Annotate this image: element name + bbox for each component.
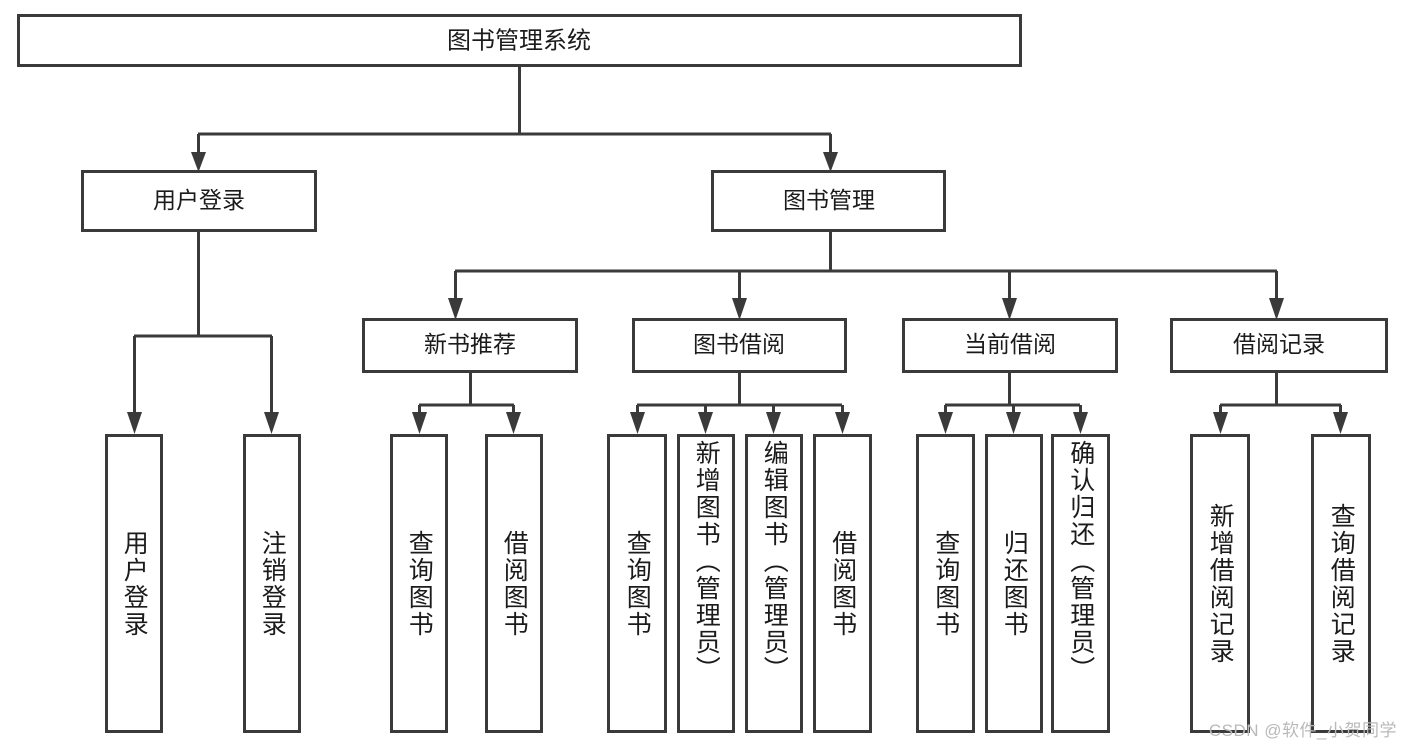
leaf-box-return-book[interactable] xyxy=(985,434,1043,733)
node-root-label: 图书管理系统 xyxy=(447,27,591,54)
arrowhead-leaf-confirm-return-admin xyxy=(1073,412,1088,434)
leaf-box-logout-login[interactable] xyxy=(243,434,301,733)
arrowhead-leaf-query-book-current xyxy=(938,412,953,434)
leaf-box-add-book-admin[interactable] xyxy=(677,434,735,733)
arrowhead-borrow-record xyxy=(1269,298,1284,320)
leaf-box-borrow-book-borrow[interactable] xyxy=(813,434,872,733)
node-user-login-label: 用户登录 xyxy=(153,187,245,213)
leaf-box-borrow-book-rec[interactable] xyxy=(485,434,543,733)
node-new-book-rec[interactable]: 新书推荐 xyxy=(362,318,578,373)
arrowhead-leaf-query-borrow-record xyxy=(1333,412,1348,434)
node-current-borrow-box[interactable] xyxy=(902,318,1118,373)
connector-group xyxy=(127,67,1348,434)
arrowhead-leaf-borrow-book-rec xyxy=(506,412,521,434)
node-borrow-record-label: 借阅记录 xyxy=(1233,331,1325,357)
node-book-mgmt-label: 图书管理 xyxy=(783,187,875,213)
node-root[interactable]: 图书管理系统 xyxy=(17,14,1022,67)
leaf-box-add-borrow-record[interactable] xyxy=(1190,434,1250,733)
leaf-box-group xyxy=(105,434,1371,733)
arrowhead-user-login xyxy=(191,152,206,172)
arrowhead-leaf-query-book-rec xyxy=(412,412,427,434)
node-current-borrow-label: 当前借阅 xyxy=(964,331,1056,357)
node-book-borrow-label: 图书借阅 xyxy=(693,331,785,357)
node-user-login[interactable]: 用户登录 xyxy=(81,170,317,232)
node-book-mgmt-box[interactable] xyxy=(711,170,946,232)
arrowhead-new-book-rec xyxy=(448,298,463,320)
node-book-mgmt[interactable]: 图书管理 xyxy=(711,170,946,232)
arrowhead-leaf-user-login xyxy=(127,412,142,434)
leaf-box-user-login[interactable] xyxy=(105,434,163,733)
arrowhead-leaf-edit-book-admin xyxy=(766,412,781,434)
node-user-login-box[interactable] xyxy=(81,170,317,232)
node-group: 图书管理系统 用户登录 图书管理 新书推荐 图书借阅 xyxy=(17,14,1388,733)
arrowhead-leaf-borrow-book-borrow xyxy=(835,412,850,434)
leaf-box-edit-book-admin[interactable] xyxy=(745,434,803,733)
leaf-box-query-borrow-record[interactable] xyxy=(1311,434,1371,733)
leaf-box-query-book-current[interactable] xyxy=(916,434,975,733)
arrowhead-book-borrow xyxy=(732,298,747,320)
node-current-borrow[interactable]: 当前借阅 xyxy=(902,318,1118,373)
arrowhead-leaf-return-book xyxy=(1006,412,1021,434)
node-book-borrow-box[interactable] xyxy=(632,318,847,373)
node-book-borrow[interactable]: 图书借阅 xyxy=(632,318,847,373)
arrowhead-leaf-add-book-admin xyxy=(698,412,713,434)
arrowhead-book-mgmt xyxy=(823,152,838,172)
node-root-box[interactable] xyxy=(17,14,1022,67)
arrowhead-leaf-logout-login xyxy=(264,412,279,434)
leaf-box-query-book-rec[interactable] xyxy=(390,434,448,733)
leaf-box-confirm-return-admin[interactable] xyxy=(1051,434,1110,733)
node-new-book-rec-label: 新书推荐 xyxy=(424,331,516,357)
leaf-box-query-book-borrow[interactable] xyxy=(607,434,667,733)
arrowhead-leaf-add-borrow-record xyxy=(1213,412,1228,434)
csdn-watermark: CSDN @软件_小贺同学 xyxy=(1208,721,1397,740)
arrowhead-current-borrow xyxy=(1002,298,1017,320)
arrowhead-leaf-query-book-borrow xyxy=(630,412,645,434)
node-borrow-record-box[interactable] xyxy=(1170,318,1388,373)
node-new-book-rec-box[interactable] xyxy=(362,318,578,373)
node-borrow-record[interactable]: 借阅记录 xyxy=(1170,318,1388,373)
